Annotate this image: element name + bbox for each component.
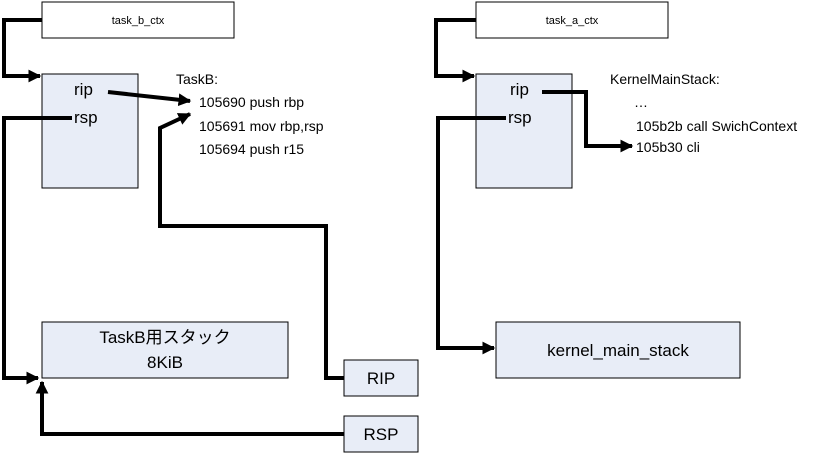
arrow-rip-to-cli: [542, 90, 634, 153]
task-b-stack-box: [41, 321, 289, 379]
kernel-main-stack-box: [495, 321, 741, 379]
task-b-rsp-field: rsp: [74, 108, 98, 127]
task-b-code-title: TaskB:: [176, 71, 218, 87]
task-a-ctx-label: task_a_ctx: [546, 15, 599, 27]
task-a-code-line-2: 105b30 cli: [636, 139, 700, 155]
arrow-rsp-to-kernel-stack: [436, 116, 506, 355]
task-b-ctx-label: task_b_ctx: [112, 15, 165, 27]
rsp-register-box: [343, 415, 419, 453]
arrow-rsp-reg-to-stack: [35, 380, 344, 436]
arrow-ctx-to-struct-b: [2, 18, 42, 83]
rsp-register-label: RSP: [364, 425, 399, 444]
rip-register-box: [343, 359, 419, 397]
task-a-ctx-box: [475, 1, 669, 39]
task-b-stack-label: TaskB用スタック: [99, 328, 230, 347]
task-b-ctx-box: [41, 1, 235, 39]
task-a-code-ellipsis: …: [634, 94, 648, 110]
arrow-rip-to-push-rbp: [107, 90, 192, 107]
right-panel: task_a_ctx rip rsp KernelMainStack: … 10…: [434, 1, 797, 379]
task-b-code-line-3: 105694 push r15: [199, 141, 304, 157]
task-b-code-line-2: 105691 mov rbp,rsp: [199, 118, 324, 134]
left-panel: task_b_ctx rip rsp TaskB: 105690 push rb…: [2, 1, 419, 453]
task-a-rip-field: rip: [510, 80, 529, 99]
arrow-rip-reg-to-mov: [158, 112, 344, 380]
task-b-stack-size: 8KiB: [147, 353, 183, 372]
task-a-code-title: KernelMainStack:: [610, 71, 720, 87]
task-a-rsp-field: rsp: [508, 108, 532, 127]
arrow-ctx-to-struct-a: [434, 18, 476, 83]
kernel-main-stack-label: kernel_main_stack: [547, 341, 689, 360]
task-a-code-line-1: 105b2b call SwichContext: [636, 118, 797, 134]
task-b-code-line-1: 105690 push rbp: [199, 94, 304, 110]
rip-register-label: RIP: [367, 369, 395, 388]
arrow-rsp-to-stack-b: [2, 116, 72, 385]
task-b-rip-field: rip: [74, 80, 93, 99]
